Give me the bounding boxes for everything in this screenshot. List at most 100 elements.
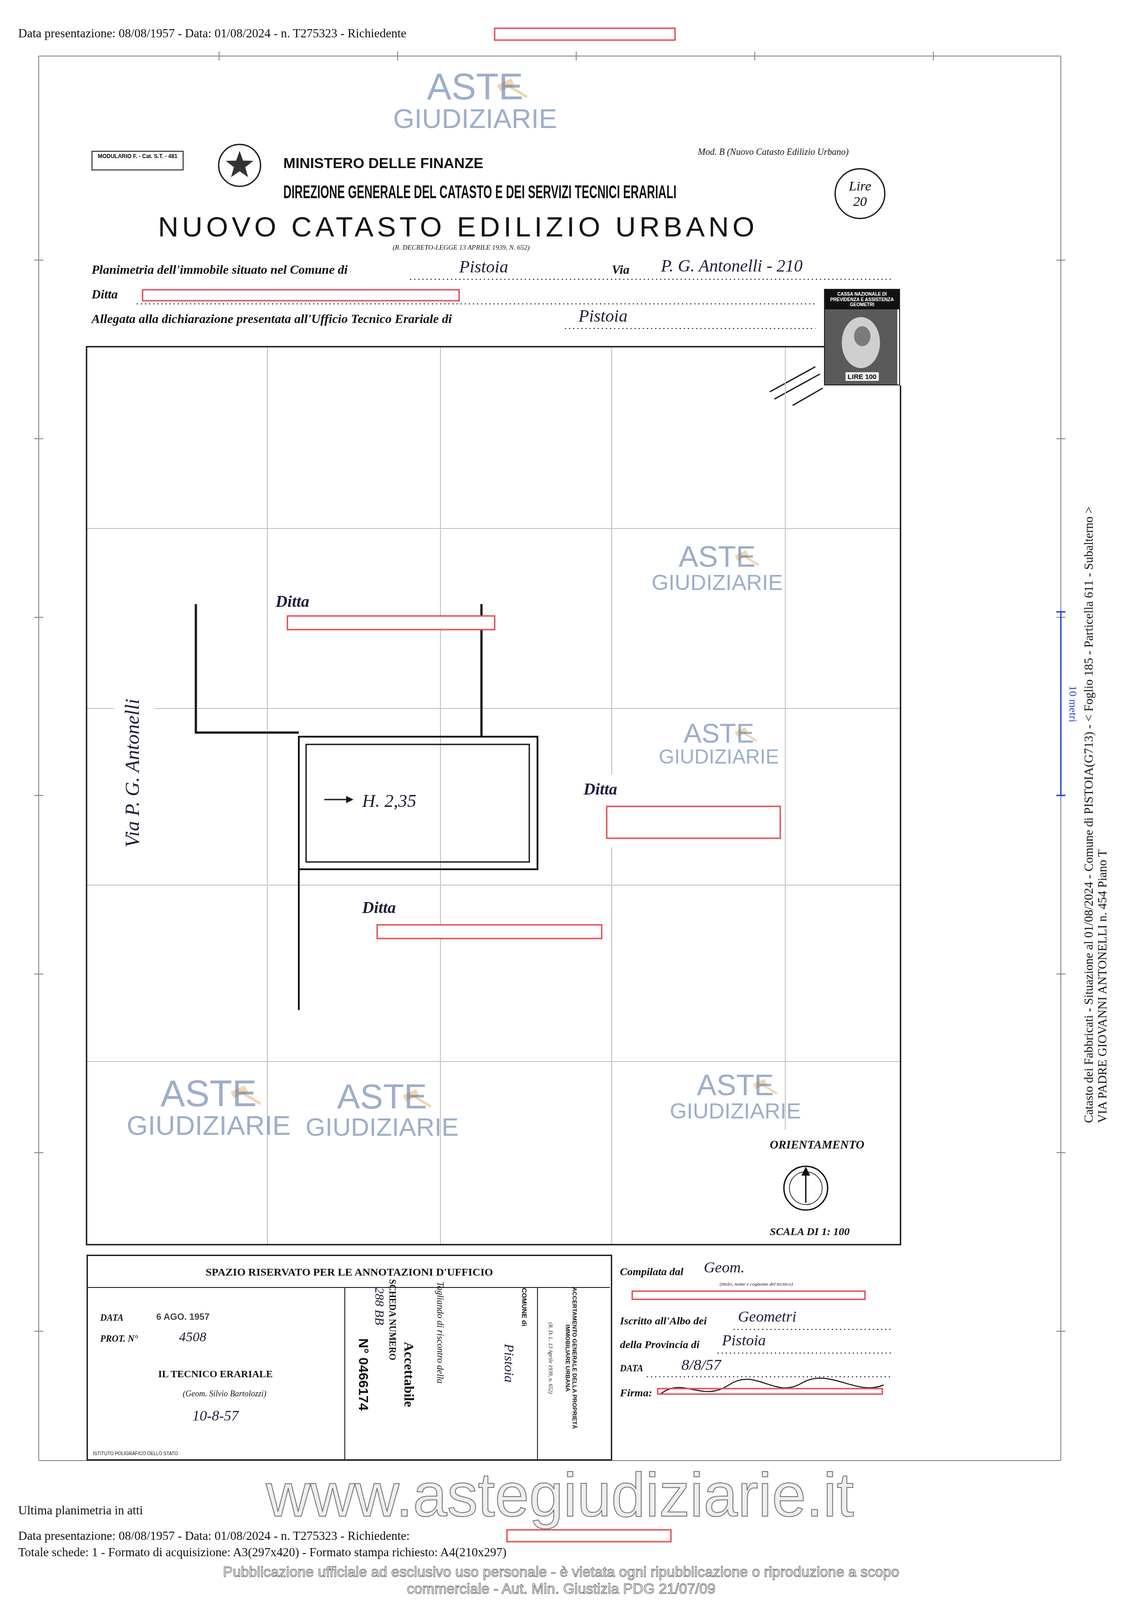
ministry-name: MINISTERO DELLE FINANZE xyxy=(283,154,484,172)
watermark-url: www.astegiudiziarie.it xyxy=(266,1463,855,1526)
watermark: ASTE GIUDIZIARIE xyxy=(628,542,806,594)
emblem-ring xyxy=(218,144,261,187)
dotted-line xyxy=(409,278,893,280)
street-name: Via P. G. Antonelli xyxy=(121,698,145,848)
dotted-line xyxy=(646,1376,893,1377)
redactions xyxy=(142,28,865,1542)
redaction-box xyxy=(506,1529,671,1542)
header-line: Data presentazione: 08/08/1957 - Data: 0… xyxy=(18,26,407,41)
field-label: PROT. N° xyxy=(100,1333,139,1344)
north-arrowhead xyxy=(801,1166,810,1176)
orientation-ring xyxy=(789,1171,823,1205)
box-heading: SPAZIO RISERVATO PER LE ANNOTAZIONI D'UF… xyxy=(87,1265,611,1279)
form-title: NUOVO CATASTO EDILIZIO URBANO xyxy=(158,210,758,243)
officer-name: (Geom. Silvio Bartolozzi) xyxy=(182,1388,267,1399)
scale-label: SCALA DI 1: 100 xyxy=(769,1225,850,1239)
frame-tick xyxy=(34,260,44,1331)
entry-arrowhead xyxy=(346,795,354,804)
field-label: Via xyxy=(611,262,630,277)
handwritten-value: P. G. Antonelli - 210 xyxy=(660,255,803,277)
revenue-stamp: CASSA NAZIONALE DI PREVIDENZA E ASSISTEN… xyxy=(823,288,901,386)
orientation-symbol xyxy=(783,1166,828,1210)
dotted-line xyxy=(564,327,816,329)
field-label: Allegata alla dichiarazione presentata a… xyxy=(91,311,452,327)
north-arrow xyxy=(805,1174,807,1203)
redaction-box xyxy=(606,806,781,839)
frame-line xyxy=(38,56,1061,1461)
wall-line xyxy=(480,603,483,737)
field-label: Planimetria dell'immobile situato nel Co… xyxy=(91,262,348,277)
handwritten-value: Pistoia xyxy=(501,1343,518,1382)
field-label: Compilata dal xyxy=(619,1265,684,1279)
owner-label: Ditta xyxy=(583,779,618,799)
cancel-mark xyxy=(769,366,823,406)
sheet-frame xyxy=(34,51,1066,1461)
state-emblem xyxy=(218,144,261,187)
signature xyxy=(660,1377,884,1394)
handwritten-value: Pistoia xyxy=(459,256,509,277)
date-stamp: 6 AGO. 1957 xyxy=(156,1311,210,1322)
orientation-ring xyxy=(783,1166,828,1210)
form-code-box: MODULARIO F. - Cat. S.T. - 481 xyxy=(91,150,184,171)
handwritten-value: 10-8-57 xyxy=(192,1407,239,1424)
office-notes-box: SPAZIO RISERVATO PER LE ANNOTAZIONI D'UF… xyxy=(86,1254,613,1461)
scale-bar xyxy=(1056,611,1066,796)
stamp-head xyxy=(854,326,871,347)
office-title: IL TECNICO ERARIALE xyxy=(158,1367,273,1380)
survey-heading: ACCERTAMENTO GENERALE DELLA PROPRIETÀ IM… xyxy=(563,1284,578,1431)
footer-line: Totale schede: 1 - Formato di acquisizio… xyxy=(18,1545,507,1560)
watermark: ASTE GIUDIZIARIE xyxy=(637,719,800,767)
watermark: ASTE GIUDIZIARIE xyxy=(646,1070,824,1122)
directorate-name: DIREZIONE GENERALE DEL CATASTO E DEI SER… xyxy=(283,181,677,203)
status-stamp: Accettabile xyxy=(401,1341,418,1407)
handwritten-value: 8/8/57 xyxy=(681,1355,722,1374)
room-wall-outer xyxy=(298,736,538,870)
decree-reference: (R. D. L. 13 Aprile 1939, n. 652) xyxy=(547,1322,554,1394)
footer-note: Ultima planimetria in atti xyxy=(18,1503,144,1518)
printer-imprint: ISTITUTO POLIGRAFICO DELLO STATO xyxy=(92,1450,179,1457)
wall-line xyxy=(297,869,300,1010)
wall-line xyxy=(195,603,299,733)
stamp-duty-value: Lire 20 xyxy=(849,178,872,210)
dotted-line xyxy=(136,303,816,305)
room-height: H. 2,35 xyxy=(362,790,417,812)
field-label: Tagliando di riscontro della xyxy=(435,1281,446,1384)
field-label: Ditta xyxy=(91,286,118,302)
room-outline: H. 2,35 xyxy=(306,744,530,862)
redaction-box xyxy=(287,615,495,630)
handwritten-value: Geom. xyxy=(703,1258,745,1276)
form-model: Mod. B (Nuovo Catasto Edilizio Urbano) xyxy=(697,146,849,158)
handwritten-value: Geometri xyxy=(737,1307,797,1326)
field-label: COMUNE di xyxy=(520,1287,528,1326)
field-label: DATA xyxy=(100,1312,124,1323)
redaction-box xyxy=(494,28,676,41)
dotted-line xyxy=(733,1328,893,1330)
owner-label: Ditta xyxy=(275,592,310,611)
stamp-value: LIRE 100 xyxy=(845,372,879,381)
redaction-box xyxy=(657,1388,883,1394)
frame-tick xyxy=(1056,260,1066,1331)
side-reference: Catasto dei Fabbricati - Situazione al 0… xyxy=(1081,506,1096,1123)
handwritten-value: 4508 xyxy=(179,1328,207,1345)
form-code: MODULARIO F. - Cat. S.T. - 481 xyxy=(95,153,180,160)
plan-grid xyxy=(86,346,901,1245)
field-label: Iscritto all'Albo dei xyxy=(619,1314,707,1328)
usage-notice: Pubblicazione ufficiale ad esclusivo uso… xyxy=(219,1563,903,1597)
entry-arrow xyxy=(324,798,347,801)
handwritten-value: Pistoia xyxy=(578,306,628,327)
field-label: DATA xyxy=(619,1362,644,1374)
field-label: SCHEDA NUMERO xyxy=(387,1279,398,1361)
watermark: ASTE GIUDIZIARIE xyxy=(97,1074,320,1140)
watermark: ASTE GIUDIZIARIE xyxy=(364,68,586,133)
stamp-issuer: CASSA NAZIONALE DI PREVIDENZA E ASSISTEN… xyxy=(824,289,900,310)
handwritten-value: 288 BB xyxy=(372,1286,387,1325)
redaction-box xyxy=(377,924,602,939)
owner-label: Ditta xyxy=(362,898,396,917)
field-label: Firma: xyxy=(619,1386,653,1400)
dotted-line xyxy=(717,1352,893,1354)
emblem-star xyxy=(225,150,254,178)
floor-plan xyxy=(195,603,538,1010)
stamp-portrait xyxy=(841,317,881,369)
scale-bar-line xyxy=(1056,611,1066,796)
